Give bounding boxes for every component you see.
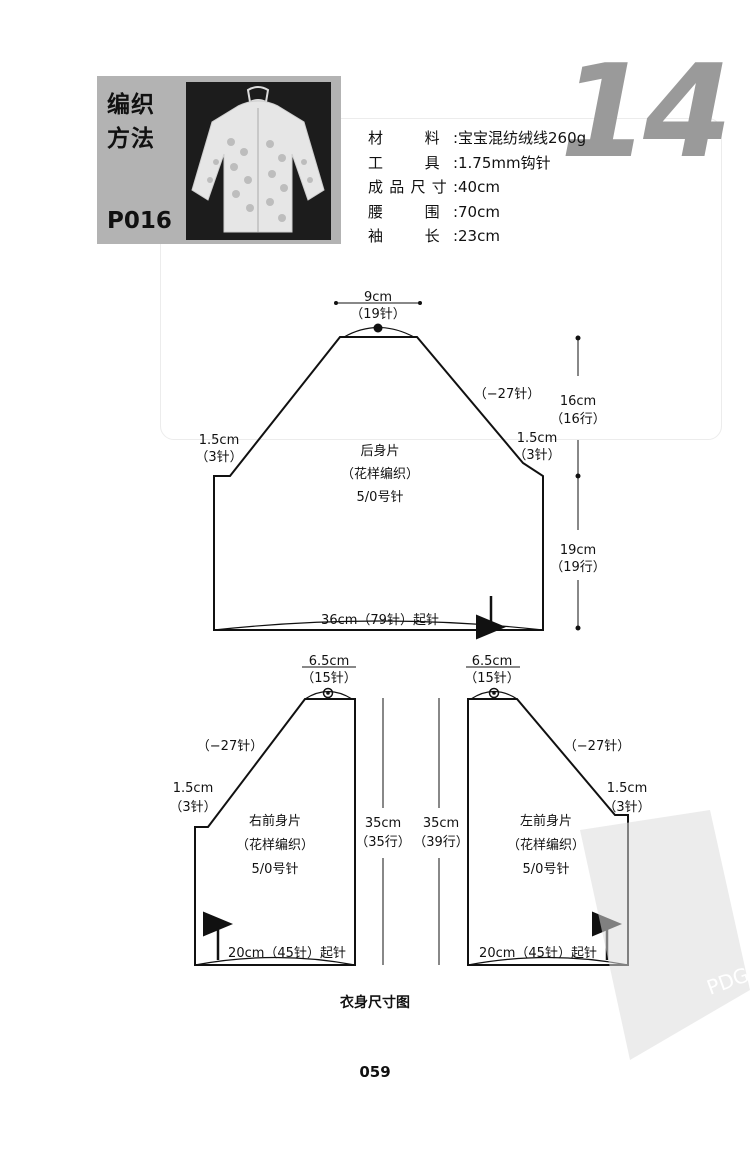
right-front-piece-name: 右前身片 bbox=[249, 813, 301, 829]
spec-row-size: 成品尺寸:40cm bbox=[368, 175, 586, 200]
dimension-endpoint bbox=[334, 301, 338, 305]
sweater-photo bbox=[186, 82, 331, 240]
left-front-neck-marker-dot bbox=[492, 691, 496, 695]
right-front-rows-label: （35行） bbox=[355, 835, 411, 850]
spec-value: 1.75mm钩针 bbox=[458, 153, 551, 172]
right-front-neck-marker-dot bbox=[326, 691, 330, 695]
back-left-step-stitch-label: （3针） bbox=[195, 450, 242, 465]
spec-value: 23cm bbox=[458, 227, 500, 245]
spec-label: 腰 围: bbox=[368, 202, 458, 221]
left-front-cast-on-label: 20cm（45针）起针 bbox=[479, 946, 597, 961]
right-front-piece: 6.5cm （15针） （−27针） 1.5cm （3针） 右前身片 （花样编织… bbox=[169, 654, 357, 966]
diagram-caption: 衣身尺寸图 bbox=[340, 995, 410, 1011]
right-front-hem-curve bbox=[194, 956, 356, 966]
right-front-neck-width-label: 6.5cm bbox=[309, 654, 350, 669]
dimension-endpoint bbox=[575, 335, 581, 341]
right-front-neck-stitch-label: （15针） bbox=[301, 671, 357, 686]
spec-label: 工 具: bbox=[368, 153, 458, 172]
right-front-height-label: 35cm bbox=[365, 816, 401, 831]
right-front-step-stitch-label: （3针） bbox=[169, 800, 216, 815]
pattern-number: 14 bbox=[560, 38, 732, 187]
spec-label: 材 料: bbox=[368, 129, 458, 147]
left-front-rows-label: （39行） bbox=[413, 835, 469, 850]
right-front-shoulder-decrease-label: （−27针） bbox=[197, 739, 263, 754]
spec-row-tool: 工 具:1.75mm钩针 bbox=[368, 151, 586, 176]
back-right-step-label: 1.5cm bbox=[517, 431, 558, 446]
back-cast-on-label: 36cm（79针）起针 bbox=[321, 613, 439, 628]
back-upper-height-label: 16cm bbox=[560, 394, 596, 409]
back-piece-outline bbox=[213, 336, 544, 631]
right-front-step-label: 1.5cm bbox=[173, 781, 214, 796]
back-piece-stitch: （花样编织） bbox=[341, 466, 419, 482]
back-lower-height-label: 19cm bbox=[560, 543, 596, 558]
left-front-neck-stitch-label: （15针） bbox=[464, 671, 520, 686]
left-front-step-stitch-label: （3针） bbox=[603, 800, 650, 815]
section-title-line-1: 编织 bbox=[107, 91, 155, 118]
page-number: 059 bbox=[359, 1063, 391, 1081]
spec-row-material: 材 料:宝宝混纺绒线260g bbox=[368, 126, 586, 151]
spec-label: 袖 长: bbox=[368, 227, 458, 245]
pattern-code: P016 bbox=[107, 208, 172, 234]
back-upper-rows-label: （16行） bbox=[550, 412, 606, 427]
section-title-line-2: 方法 bbox=[107, 125, 155, 152]
left-front-neck-width-label: 6.5cm bbox=[472, 654, 513, 669]
spec-label: 成品尺寸: bbox=[368, 178, 458, 196]
front-height-dimensions: 35cm （35行） 35cm （39行） bbox=[355, 698, 469, 965]
spec-value: 70cm bbox=[458, 202, 500, 221]
left-front-neck-marker bbox=[488, 687, 500, 699]
dimension-endpoint bbox=[575, 473, 581, 479]
back-lower-rows-label: （19行） bbox=[550, 560, 606, 575]
left-front-piece-needle: 5/0号针 bbox=[523, 862, 570, 877]
back-left-step-label: 1.5cm bbox=[199, 433, 240, 448]
back-shoulder-decrease-label: （−27针） bbox=[474, 387, 540, 402]
left-front-step-label: 1.5cm bbox=[607, 781, 648, 796]
spec-row-sleeve: 袖 长:23cm bbox=[368, 224, 586, 249]
back-piece-needle: 5/0号针 bbox=[357, 490, 404, 505]
spec-value: 40cm bbox=[458, 178, 500, 196]
sweater-illustration bbox=[191, 86, 325, 233]
back-piece-name: 后身片 bbox=[360, 443, 399, 459]
left-front-piece-stitch: （花样编织） bbox=[507, 837, 585, 853]
back-neck-width-label: 9cm bbox=[364, 290, 392, 305]
left-front-shoulder-decrease-label: （−27针） bbox=[564, 739, 630, 754]
materials-list: 材 料:宝宝混纺绒线260g 工 具:1.75mm钩针 成品尺寸:40cm 腰 … bbox=[368, 126, 586, 249]
back-neck-marker bbox=[373, 323, 383, 333]
right-front-neck-marker bbox=[322, 687, 334, 699]
watermark-seal: PDG bbox=[580, 810, 750, 1060]
right-front-piece-needle: 5/0号针 bbox=[252, 862, 299, 877]
right-front-cast-on-label: 20cm（45针）起针 bbox=[228, 946, 346, 961]
dimension-endpoint bbox=[418, 301, 422, 305]
dimension-endpoint bbox=[575, 625, 581, 631]
left-front-height-label: 35cm bbox=[423, 816, 459, 831]
back-neck-stitch-label: （19针） bbox=[350, 307, 406, 322]
left-front-piece-name: 左前身片 bbox=[520, 813, 572, 829]
spec-row-waist: 腰 围:70cm bbox=[368, 200, 586, 225]
right-front-piece-stitch: （花样编织） bbox=[236, 837, 314, 853]
back-right-step-stitch-label: （3针） bbox=[513, 448, 560, 463]
section-title: 编织 方法 bbox=[107, 88, 155, 156]
spec-value: 宝宝混纺绒线260g bbox=[458, 129, 587, 147]
back-piece: 9cm （19针） （−27针） 1.5cm （3针） 1.5cm （3针） 后… bbox=[195, 290, 606, 640]
background-grid-panel bbox=[160, 118, 722, 440]
